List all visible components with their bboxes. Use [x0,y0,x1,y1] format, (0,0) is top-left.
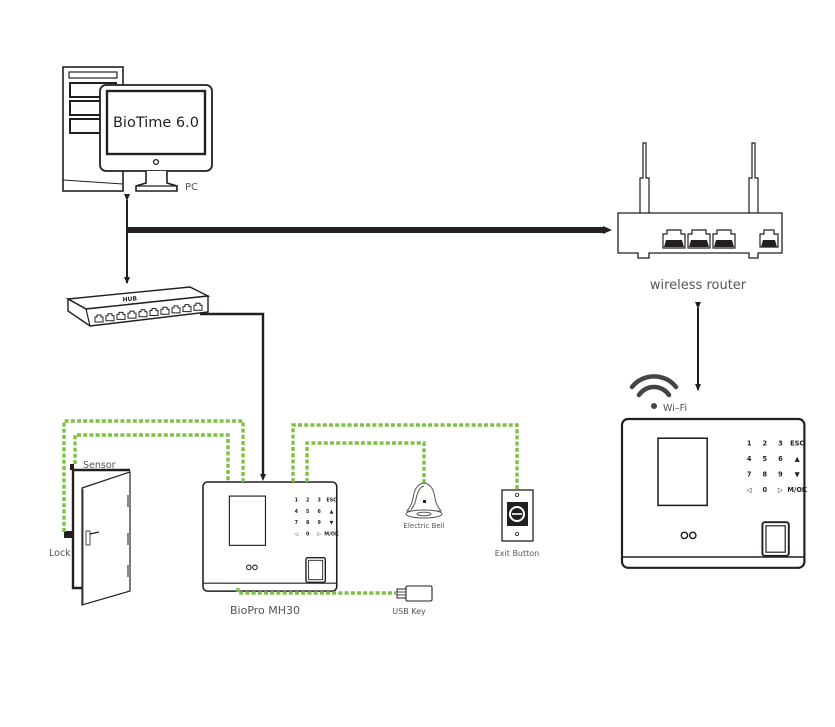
wireless-terminal: 1 2 3 ESC 4 5 6 ▲ 7 8 9 ▼ ◁ 0 ▷M/OK [620,417,808,569]
keypad-key: 2 [306,497,309,503]
router-label: wireless router [650,278,747,293]
fingerprint-sensor-icon [305,556,327,584]
keypad-key: 8 [763,471,768,479]
keypad-key: 3 [778,439,783,447]
router-port-icon [662,229,686,249]
exit-button-icon [501,489,534,542]
biopro-screen [228,495,267,546]
hub-port-icon [116,311,126,320]
exit-button-wire [291,423,519,490]
keypad-key: 6 [317,509,321,515]
lock-wire [62,419,245,532]
exit-button: EXIT Exit Button [495,489,540,558]
door-frame-icon [70,464,130,590]
keypad-key: 7 [747,471,752,479]
keypad-key: M/OK [787,486,808,494]
monitor-icon [99,84,213,192]
router-icon [617,142,783,259]
lock-icon [64,531,73,538]
door: Sensor Lock [49,460,131,606]
hub-icon [65,286,211,327]
hub-port-icon [182,304,192,313]
bell-wire [305,441,426,483]
door-icon [81,471,131,606]
biopro-label: BioPro MH30 [230,604,300,617]
keypad-key: 9 [317,520,321,526]
sensor-label: Sensor [83,460,116,471]
hub-port-icon [94,314,104,323]
camera-icon [688,531,697,540]
router-port-icon [687,229,711,249]
usb-key: USB Key [392,585,433,616]
keypad-key: ESC [790,439,804,447]
hub-port-icon [105,313,115,322]
bell-label: Electric Bell [403,522,444,530]
wifi: Wi–Fi [629,374,687,414]
keypad-key: 6 [778,455,783,463]
sensor-wire [73,433,230,482]
wifi-icon [629,374,679,409]
keypad-key: 9 [778,471,783,479]
keypad-key: ESC [326,497,337,503]
hub-label: HUB [122,295,137,303]
exit-button-label: Exit Button [495,549,540,558]
router-port-icon [759,229,779,248]
wireless-terminal-screen [657,437,708,507]
keypad-key: ◁ [746,486,752,494]
wifi-label: Wi–Fi [663,403,687,414]
exit-plate-text: EXIT [511,526,523,532]
keypad-key: ▲ [330,509,334,515]
hub-device-link [200,312,265,478]
hub-port-icon [160,306,170,315]
camera-icon [245,564,252,571]
keypad-key: 4 [295,509,299,515]
router: wireless router [617,142,783,293]
keypad-key: 1 [747,439,752,447]
usb-key-label: USB Key [392,607,426,616]
keypad-key: 0 [306,532,310,538]
keypad-key: 2 [763,439,768,447]
keypad-key: 7 [295,520,298,526]
hub-port-icon [138,309,148,318]
keypad-key: ▷ [778,486,784,494]
keypad-key: ▼ [795,471,801,479]
hub: HUB [65,286,211,327]
hub-port-icon [193,302,203,311]
keypad-key: 3 [317,497,320,503]
usb-wire [236,588,396,595]
bell-icon [405,482,443,519]
keypad-key: 4 [747,455,752,463]
lock-label: Lock [49,548,71,559]
hub-port-icon [127,310,137,319]
keypad-key: ◁ [294,532,298,538]
keypad-key: 5 [763,455,768,463]
keypad-key: ▲ [795,455,801,463]
electric-bell: Electric Bell [403,482,445,530]
keypad-key: M/OK [324,532,339,538]
control-wires [62,419,519,595]
pc: BioTime 6.0 PC [62,66,213,193]
keypad-key: 8 [306,520,310,526]
router-port-icon [712,229,736,249]
keypad-key: 1 [295,497,299,503]
fingerprint-sensor-icon [761,521,790,557]
keypad-key: 5 [306,509,310,515]
hub-port-icon [171,305,181,314]
pc-label: PC [185,182,198,193]
hub-port-icon [149,308,159,316]
pc-screen-text: BioTime 6.0 [113,115,199,131]
keypad-key: 0 [763,486,768,494]
ethernet-lines [124,194,701,481]
biopro-terminal: 1 2 3 ESC 4 5 6 ▲ 7 8 9 ▼ ◁ 0 ▷M/OK [202,481,339,592]
keypad-key: ▷ [317,532,321,538]
keypad-key: ▼ [330,520,334,526]
usb-key-icon [396,585,433,602]
camera-icon [680,531,689,540]
camera-icon [252,564,258,571]
